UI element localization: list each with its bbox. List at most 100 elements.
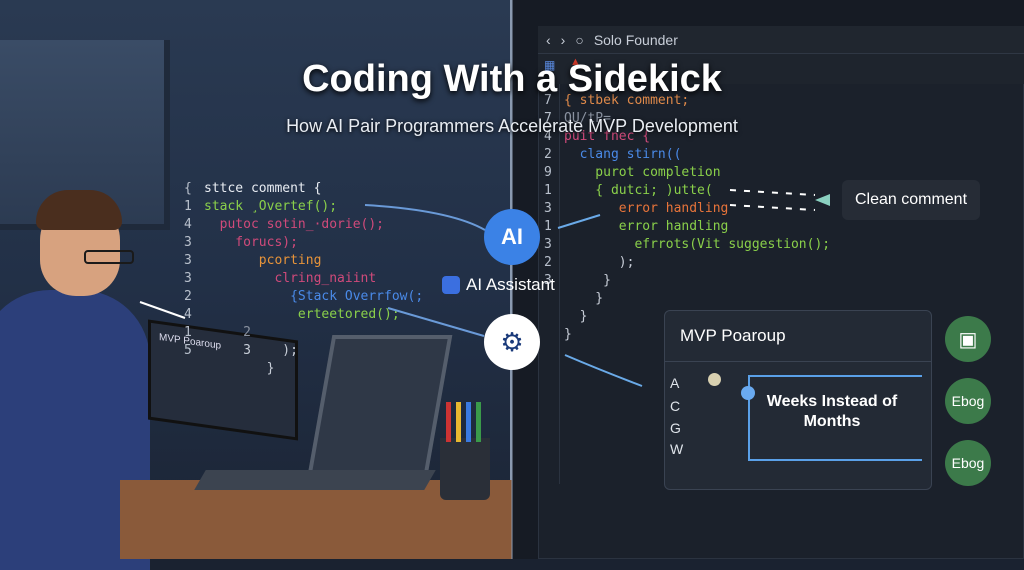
code-line: } — [184, 360, 423, 378]
code-text: efrrots(Vit suggestion(); — [564, 237, 831, 252]
pencil-cup — [440, 438, 490, 500]
code-text: OU/tP= — [564, 111, 611, 126]
code-text: { dutci; )utte( — [564, 183, 713, 198]
window-background — [0, 40, 170, 230]
editor-tab-bar: ▦ ▲ — [538, 54, 1024, 84]
pencil — [446, 402, 451, 442]
line-number: 7 — [544, 111, 552, 126]
code-text: 2 — [204, 325, 251, 340]
line-number: 3 — [184, 271, 192, 286]
code-text: erteetored(); — [204, 307, 400, 322]
line-number: { — [184, 181, 192, 196]
code-line: } — [544, 326, 830, 344]
code-text: } — [564, 273, 611, 288]
connector-line — [387, 307, 485, 337]
code-line: 3 efrrots(Vit suggestion(); — [544, 236, 830, 254]
code-line: 3 clring_naiint — [184, 270, 423, 288]
code-text: } — [564, 291, 604, 306]
mvp-panel-title: MVP Poaroup — [664, 310, 932, 362]
arrow-head — [815, 194, 830, 206]
connector-line — [364, 204, 486, 231]
ai-assistant-label: AI Assistant — [442, 275, 555, 295]
code-text: forucs); — [204, 235, 298, 250]
code-line: 1 { dutci; )utte( — [544, 182, 830, 200]
code-line: 7{ stbek comment; — [544, 92, 830, 110]
code-text: pcorting — [204, 253, 322, 268]
flag-icon: ▲ — [570, 56, 581, 68]
page-subtitle: How AI Pair Programmers Accelerate MVP D… — [286, 116, 738, 136]
editor-gutter — [538, 84, 560, 484]
code-text: { stbek comment; — [564, 93, 690, 108]
code-line: 2 clang stirn(( — [544, 146, 830, 164]
line-number: 1 — [544, 219, 552, 234]
code-line: 3 } — [544, 272, 830, 290]
code-line: 5 3 ); — [184, 342, 423, 360]
timeline-chart — [748, 375, 922, 461]
window-title: Solo Founder — [593, 31, 678, 48]
robot-icon[interactable]: ▣ — [945, 316, 991, 362]
back-icon[interactable]: ‹ — [546, 31, 551, 48]
code-line: 7 OU/tP= — [544, 110, 830, 128]
code-text: error handling — [564, 201, 729, 216]
code-line: 3 pcorting — [184, 252, 423, 270]
code-line: 3 error handling — [544, 200, 830, 218]
ai-assistant-icon — [442, 276, 460, 294]
line-number: 3 — [544, 273, 552, 288]
code-line: {sttce comment { — [184, 180, 423, 198]
pencil — [476, 402, 481, 442]
line-number: 3 — [544, 201, 552, 216]
code-text: clring_naiint — [204, 271, 377, 286]
clean-comment-tooltip[interactable]: Clean comment — [842, 180, 980, 220]
line-number: 3 — [544, 237, 552, 252]
code-text: error handling — [564, 219, 729, 234]
developer-hair — [36, 190, 122, 230]
code-text: stack ¸Overtef(); — [204, 199, 338, 214]
lock-icon: ○ — [575, 31, 584, 48]
mvp-letter: G — [670, 420, 681, 436]
line-number: 2 — [184, 289, 192, 304]
timeline-marker — [741, 386, 755, 400]
code-text: } — [204, 361, 275, 376]
code-text: } — [564, 327, 572, 342]
explorer-icon[interactable]: ▦ — [544, 58, 556, 72]
line-number: 1 — [544, 183, 552, 198]
dashed-lines — [729, 189, 816, 211]
mvp-letter: A — [670, 375, 680, 391]
line-number: 1 — [184, 325, 192, 340]
code-line: 2 {Stack Overrfow(; — [184, 288, 423, 306]
code-text: {Stack Overrfow(; — [204, 289, 424, 304]
line-number: 5 — [184, 343, 192, 358]
code-line: 4 putoc sotin_·dorie(); — [184, 216, 423, 234]
code-text: ); — [564, 255, 635, 270]
floating-code: {sttce comment { 1 stack ¸Overtef(); 4 puto… — [184, 180, 423, 378]
code-text: clang stirn(( — [564, 147, 682, 162]
code-line: 1 error handling — [544, 218, 830, 236]
mvp-letter: W — [670, 441, 684, 457]
editor-code: 7{ stbek comment;7 OU/tP= 4 puit fnec { 2 cl… — [544, 92, 830, 344]
split-divider — [510, 0, 512, 559]
editor-titlebar: ‹ › ○ Solo Founder — [538, 26, 1024, 54]
code-text: putoc sotin_·dorie(); — [204, 217, 385, 232]
code-line: 3 forucs); — [184, 234, 423, 252]
glasses — [84, 250, 134, 264]
code-text: puit fnec { — [564, 129, 651, 144]
code-text: purot completion — [564, 165, 721, 180]
code-text: } — [564, 309, 588, 324]
code-line: 1 2 — [184, 324, 423, 342]
mvp-letter: C — [670, 398, 681, 414]
code-line: } — [544, 290, 830, 308]
pencil — [456, 402, 461, 442]
line-number: 4 — [544, 129, 552, 144]
code-line: 2 ); — [544, 254, 830, 272]
ebog-button[interactable]: Ebog — [945, 440, 991, 486]
gear-download-icon[interactable]: ⚙ — [484, 314, 540, 370]
code-line: 4 erteetored(); — [184, 306, 423, 324]
pencil — [466, 402, 471, 442]
forward-icon[interactable]: › — [560, 31, 566, 48]
arrow-line — [139, 301, 186, 319]
code-line: 9 purot completion — [544, 164, 830, 182]
ai-badge[interactable]: AI — [484, 209, 540, 265]
line-number: 4 — [184, 307, 192, 322]
ebog-button[interactable]: Ebog — [945, 378, 991, 424]
